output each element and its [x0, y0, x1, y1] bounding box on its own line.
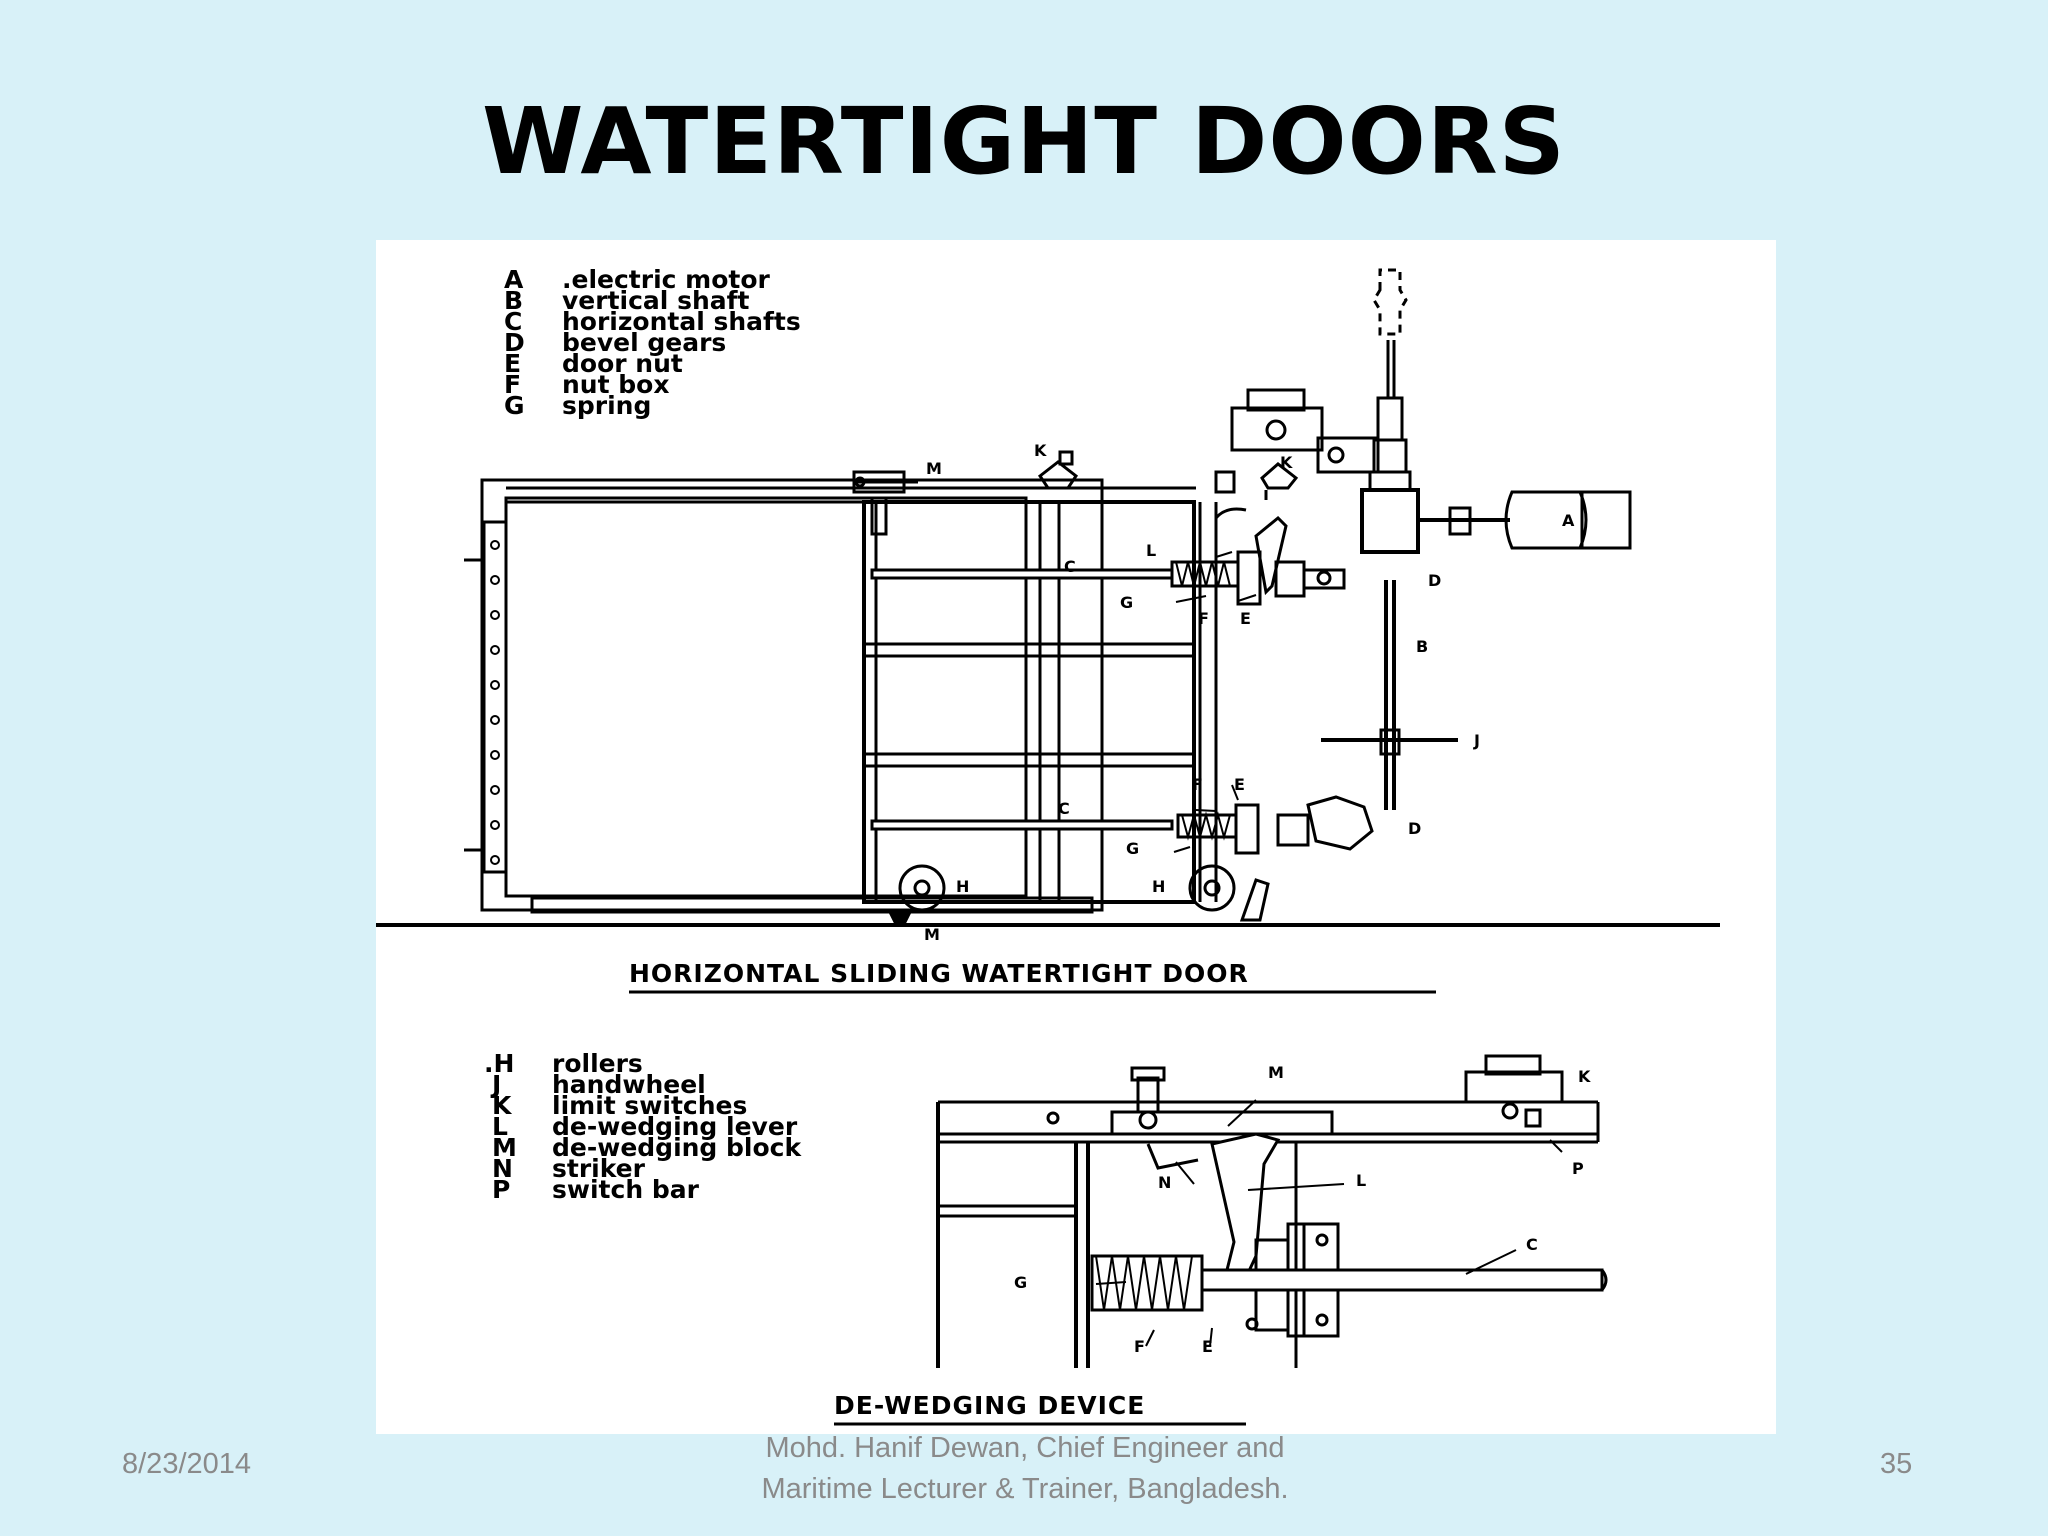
rollers — [898, 864, 1236, 912]
legend-key-j: J — [490, 1070, 501, 1099]
legend-text-l: de-wedging lever — [552, 1112, 798, 1141]
legend-key-n: N — [492, 1154, 513, 1183]
detail-label-f: F — [1134, 1337, 1145, 1356]
legend-text-f: nut box — [562, 370, 669, 399]
footer-author: Mohd. Hanif Dewan, Chief Engineer and Ma… — [600, 1428, 1450, 1510]
slide-title: WATERTIGHT DOORS — [482, 88, 1566, 195]
label-f-upper: F — [1198, 609, 1209, 628]
legend-key-b: B — [504, 286, 523, 315]
legend-key-g: G — [504, 391, 525, 420]
label-k-left: K — [1034, 441, 1047, 460]
detail-label-l: L — [1356, 1171, 1366, 1190]
legend-key-k: K — [492, 1091, 513, 1120]
label-e-lower: E — [1234, 775, 1245, 794]
legend-text-m: de-wedging block — [552, 1133, 802, 1162]
label-k-right: K — [1280, 453, 1293, 472]
detail-label-p: P — [1572, 1159, 1584, 1178]
caption-horizontal-sliding-door: HORIZONTAL SLIDING WATERTIGHT DOOR — [629, 959, 1249, 988]
leader-lines — [1173, 551, 1257, 853]
watertight-door-diagram: A .electric motor B vertical shaft C hor… — [376, 240, 1776, 1434]
legend-key-d: D — [504, 328, 525, 357]
legend-key-f: F — [504, 370, 521, 399]
label-c-upper: C — [1064, 557, 1076, 576]
bevel-gear-lower — [1276, 795, 1374, 851]
electric-motor — [1418, 490, 1632, 550]
part-labels-main: M K K A L C G F E D B J F E C G D H H M — [924, 441, 1575, 944]
legend-text-c: horizontal shafts — [562, 307, 801, 336]
label-g-upper: G — [1120, 593, 1133, 612]
frame-bolt-holes — [490, 540, 500, 865]
label-c-lower: C — [1058, 799, 1070, 818]
detail-label-e: E — [1202, 1337, 1213, 1356]
detail-label-n: N — [1158, 1173, 1171, 1192]
caption-de-wedging-device: DE-WEDGING DEVICE — [834, 1391, 1145, 1420]
legend-text-b: vertical shaft — [562, 286, 749, 315]
legend-key-m: M — [492, 1133, 517, 1162]
top-rail-fittings — [852, 450, 1299, 536]
sliding-door-drawing — [376, 268, 1720, 927]
legend-text-k: limit switches — [552, 1091, 747, 1120]
legend-key-l: L — [492, 1112, 508, 1141]
detail-limit-switch — [1464, 1054, 1564, 1128]
bevel-gear-upper — [1274, 560, 1346, 598]
legend-text-n: striker — [552, 1154, 646, 1183]
label-e-upper: E — [1240, 609, 1251, 628]
legend-text-a: .electric motor — [562, 265, 771, 294]
legend-text-d: bevel gears — [562, 328, 726, 357]
detail-label-c: C — [1526, 1235, 1538, 1254]
legend-text-p: switch bar — [552, 1175, 700, 1204]
detail-label-m: M — [1268, 1063, 1284, 1082]
footer-author-line2: Maritime Lecturer & Trainer, Bangladesh. — [761, 1473, 1289, 1505]
label-g-lower: G — [1126, 839, 1139, 858]
legend-key-a: A — [504, 265, 524, 294]
spring-upper — [1170, 560, 1240, 588]
label-l: L — [1146, 541, 1156, 560]
footer-author-line1: Mohd. Hanif Dewan, Chief Engineer and — [765, 1432, 1285, 1464]
detail-label-g: G — [1014, 1273, 1027, 1292]
legend-text-e: door nut — [562, 349, 683, 378]
label-d-lower: D — [1408, 819, 1421, 838]
detail-label-k: K — [1578, 1067, 1591, 1086]
legend-text-g: spring — [562, 391, 651, 420]
footer-date: 8/23/2014 — [122, 1448, 252, 1480]
spring-lower — [1176, 811, 1238, 841]
label-m-top: M — [926, 459, 942, 478]
legend-bottom: .H rollers J handwheel K limit switches … — [484, 1049, 802, 1204]
de-wedging-device-drawing — [936, 1054, 1608, 1368]
label-j: J — [1473, 731, 1480, 750]
label-h-left: H — [956, 877, 969, 896]
part-labels-detail: M K P N L C G F E — [1014, 1063, 1591, 1356]
legend-key-c: C — [504, 307, 522, 336]
legend-text-j: handwheel — [552, 1070, 706, 1099]
page-number: 35 — [1880, 1448, 1913, 1480]
legend-top: A .electric motor B vertical shaft C hor… — [504, 265, 801, 420]
legend-text-h: rollers — [552, 1049, 643, 1078]
legend-key-e: E — [504, 349, 521, 378]
label-a: A — [1562, 511, 1575, 530]
label-b: B — [1416, 637, 1428, 656]
limit-switch-top — [1230, 388, 1380, 474]
label-h-right: H — [1152, 877, 1165, 896]
label-f-lower: F — [1192, 775, 1203, 794]
legend-key-h: .H — [484, 1049, 514, 1078]
label-m-bottom: M — [924, 925, 940, 944]
label-d-upper: D — [1428, 571, 1441, 590]
legend-key-p: P — [492, 1175, 510, 1204]
